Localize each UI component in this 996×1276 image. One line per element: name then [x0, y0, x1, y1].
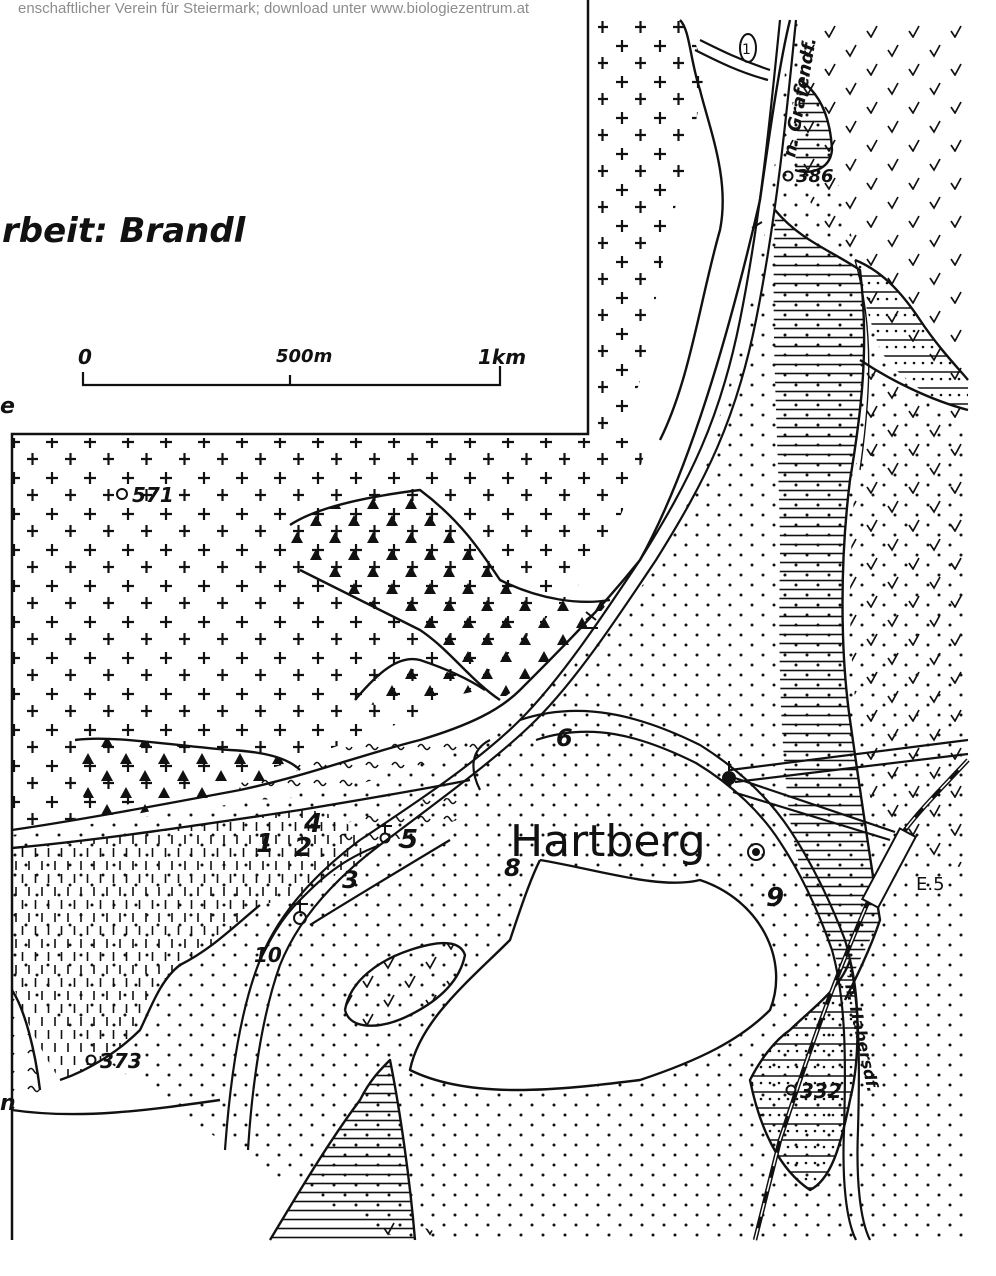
margin-fragment-n: n	[0, 1091, 16, 1116]
site-9: 9	[766, 883, 784, 913]
scale-bar-mid: 500m	[276, 346, 332, 367]
site-10: 10	[254, 943, 282, 967]
site-8: 8	[504, 854, 521, 882]
site-2: 2	[294, 833, 312, 863]
elevation-386: 386	[796, 166, 834, 187]
route-label: E.5	[916, 874, 945, 895]
author-credit: rbeit: Brandl	[2, 211, 247, 251]
scale-bar: 0 500m 1km	[78, 345, 526, 387]
site-6: 6	[556, 724, 573, 752]
site-5: 5	[400, 825, 418, 855]
site-1: 1	[256, 829, 274, 859]
elevation-571: 571	[132, 483, 174, 507]
elevation-373: 373	[100, 1049, 142, 1073]
route-number: 1	[742, 42, 751, 58]
scale-bar-end: 1km	[478, 345, 526, 369]
town-label: Hartberg	[510, 816, 706, 867]
scale-bar-start: 0	[78, 345, 92, 369]
margin-fragment-e: e	[0, 394, 15, 419]
elevation-332: 332	[800, 1079, 842, 1103]
site-4: 4	[303, 809, 322, 839]
watermark: enschaftlicher Verein für Steiermark; do…	[18, 0, 530, 17]
site-3: 3	[342, 866, 359, 894]
